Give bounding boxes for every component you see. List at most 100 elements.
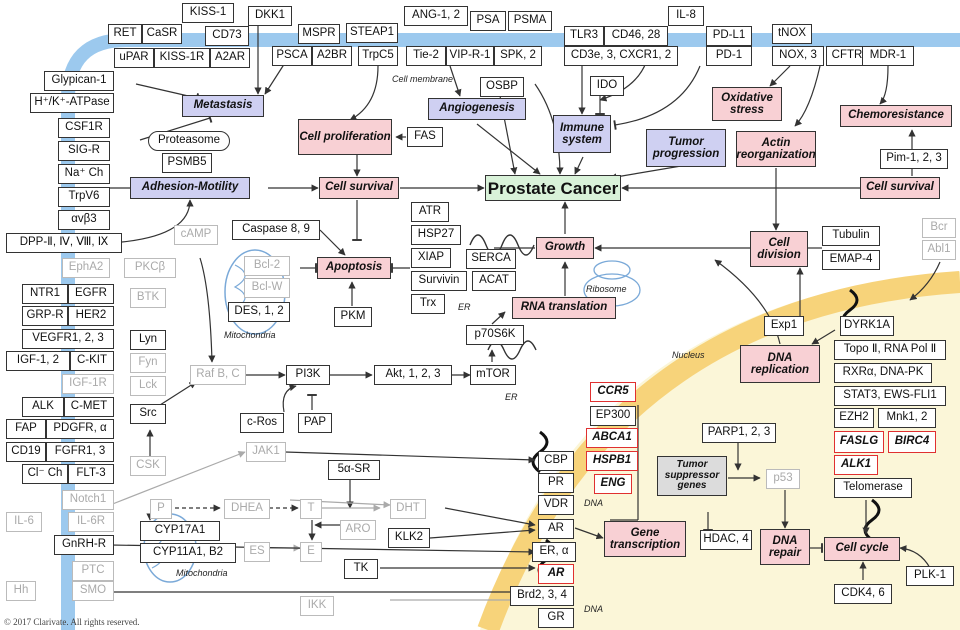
grp-r-node[interactable]: GRP-R bbox=[22, 306, 68, 326]
camp-node[interactable]: cAMP bbox=[174, 225, 218, 245]
c-ros-node[interactable]: c-Ros bbox=[240, 413, 284, 433]
abl1-node[interactable]: Abl1 bbox=[922, 240, 956, 260]
flt-3-node[interactable]: FLT-3 bbox=[68, 464, 114, 484]
ar-node[interactable]: AR bbox=[538, 519, 574, 539]
oxidative-stress-node[interactable]: Oxidative stress bbox=[712, 87, 782, 121]
rxra-node[interactable]: RXRα, DNA-PK bbox=[834, 363, 932, 383]
immune-system-node[interactable]: Immune system bbox=[553, 115, 611, 153]
tlr3-node[interactable]: TLR3 bbox=[564, 26, 604, 46]
dpp-node[interactable]: DPP-Ⅱ, Ⅳ, Ⅷ, Ⅸ bbox=[6, 233, 122, 253]
xiap-node[interactable]: XIAP bbox=[411, 248, 451, 268]
metastasis-node[interactable]: Metastasis bbox=[182, 95, 264, 117]
kiss1-node[interactable]: KISS-1 bbox=[182, 3, 234, 23]
il-6-node[interactable]: IL-6 bbox=[6, 512, 42, 532]
birc4-node[interactable]: BIRC4 bbox=[888, 431, 936, 453]
osbp-node[interactable]: OSBP bbox=[480, 77, 524, 97]
btk-node[interactable]: BTK bbox=[130, 288, 166, 308]
ikk-node[interactable]: IKK bbox=[300, 596, 334, 616]
il-6r-node[interactable]: IL-6R bbox=[68, 512, 114, 532]
survivin-node[interactable]: Survivin bbox=[411, 271, 467, 291]
trpc5-node[interactable]: TrpC5 bbox=[358, 46, 398, 66]
actin-reorganization-node[interactable]: Actin reorganization bbox=[736, 131, 816, 167]
growth-node[interactable]: Growth bbox=[536, 237, 594, 259]
egfr-node[interactable]: EGFR bbox=[68, 284, 114, 304]
trpv6-node[interactable]: TrpV6 bbox=[58, 187, 110, 207]
fgfr1-node[interactable]: FGFR1, 3 bbox=[46, 442, 114, 462]
raf-bc-node[interactable]: Raf B, C bbox=[190, 365, 246, 385]
faslg-node[interactable]: FASLG bbox=[834, 431, 884, 453]
prostate-cancer-node[interactable]: Prostate Cancer bbox=[485, 175, 621, 201]
alk1-node[interactable]: ALK1 bbox=[834, 455, 878, 475]
akt-node[interactable]: Akt, 1, 2, 3 bbox=[374, 365, 452, 385]
tie2-node[interactable]: Tie-2 bbox=[406, 46, 446, 66]
p70s6k-node[interactable]: p70S6K bbox=[466, 325, 524, 345]
5a-sr-node[interactable]: 5α-SR bbox=[328, 460, 380, 480]
cl-channel-node[interactable]: Cl⁻ Ch bbox=[22, 464, 68, 484]
psmb5-node[interactable]: PSMB5 bbox=[162, 153, 212, 173]
glypican-1-node[interactable]: Glypican-1 bbox=[44, 71, 114, 91]
emap-4-node[interactable]: EMAP-4 bbox=[822, 250, 880, 270]
pd-1-node[interactable]: PD-1 bbox=[706, 46, 752, 66]
fyn-node[interactable]: Fyn bbox=[130, 353, 166, 373]
tumor-suppressor-genes-node[interactable]: Tumor suppressor genes bbox=[657, 456, 727, 496]
hh-node[interactable]: Hh bbox=[6, 581, 36, 601]
tk-node[interactable]: TK bbox=[344, 559, 378, 579]
hdac-node[interactable]: HDAC, 4 bbox=[700, 530, 752, 550]
csk-node[interactable]: CSK bbox=[130, 456, 166, 476]
bcl-2-node[interactable]: Bcl-2 bbox=[244, 256, 290, 276]
klk2-node[interactable]: KLK2 bbox=[388, 528, 430, 548]
pdgfr-node[interactable]: PDGFR, α bbox=[46, 419, 114, 439]
des-node[interactable]: DES, 1, 2 bbox=[228, 302, 290, 322]
cell-division-node[interactable]: Cell division bbox=[750, 231, 808, 267]
dna-repair-node[interactable]: DNA repair bbox=[760, 529, 810, 565]
telomerase-node[interactable]: Telomerase bbox=[834, 478, 912, 498]
angiogenesis-node[interactable]: Angiogenesis bbox=[428, 98, 526, 120]
ep300-node[interactable]: EP300 bbox=[590, 406, 636, 426]
apoptosis-node[interactable]: Apoptosis bbox=[317, 257, 391, 279]
alk-receptor-node[interactable]: ALK bbox=[22, 397, 64, 417]
plk-1-node[interactable]: PLK-1 bbox=[906, 566, 954, 586]
cyp11a1-node[interactable]: CYP11A1, B2 bbox=[140, 543, 236, 563]
tubulin-node[interactable]: Tubulin bbox=[822, 226, 880, 246]
aro-node[interactable]: ARO bbox=[340, 520, 376, 540]
cell-survival-node[interactable]: Cell survival bbox=[319, 177, 399, 199]
src-node[interactable]: Src bbox=[130, 404, 166, 424]
cbp-node[interactable]: CBP bbox=[538, 451, 574, 471]
psa-node[interactable]: PSA bbox=[470, 11, 506, 31]
dkk1-node[interactable]: DKK1 bbox=[248, 6, 292, 26]
avb3-node[interactable]: αvβ3 bbox=[58, 210, 110, 230]
stat3-node[interactable]: STAT3, EWS-FLI1 bbox=[834, 386, 946, 406]
e-node[interactable]: E bbox=[300, 542, 322, 562]
pkcb-node[interactable]: PKCβ bbox=[124, 258, 176, 278]
vip-r-1-node[interactable]: VIP-R-1 bbox=[446, 46, 494, 66]
bcl-w-node[interactable]: Bcl-W bbox=[244, 278, 290, 298]
vegfr-node[interactable]: VEGFR1, 2, 3 bbox=[22, 329, 114, 349]
dht-node[interactable]: DHT bbox=[390, 499, 426, 519]
cdk4-node[interactable]: CDK4, 6 bbox=[834, 584, 892, 604]
hsp27-node[interactable]: HSP27 bbox=[411, 225, 461, 245]
cd73-node[interactable]: CD73 bbox=[205, 26, 249, 46]
gnrh-r-node[interactable]: GnRH-R bbox=[54, 535, 114, 555]
lyn-node[interactable]: Lyn bbox=[130, 330, 166, 350]
pr-node[interactable]: PR bbox=[538, 473, 574, 493]
atr-node[interactable]: ATR bbox=[411, 202, 449, 222]
dyrk1a-node[interactable]: DYRK1A bbox=[840, 316, 894, 336]
ret-node[interactable]: RET bbox=[108, 24, 142, 44]
pkm-node[interactable]: PKM bbox=[334, 307, 372, 327]
ar-highlight-node[interactable]: AR bbox=[538, 564, 574, 584]
mspr-node[interactable]: MSPR bbox=[298, 24, 340, 44]
abca1-node[interactable]: ABCA1 bbox=[586, 428, 638, 448]
pi3k-node[interactable]: PI3K bbox=[286, 365, 330, 385]
ido-node[interactable]: IDO bbox=[590, 76, 624, 96]
csf1r-node[interactable]: CSF1R bbox=[58, 118, 110, 138]
eng-node[interactable]: ENG bbox=[594, 474, 632, 494]
lck-node[interactable]: Lck bbox=[130, 376, 166, 396]
brd-node[interactable]: Brd2, 3, 4 bbox=[510, 586, 574, 606]
a2br-node[interactable]: A2BR bbox=[312, 46, 352, 66]
parp-node[interactable]: PARP1, 2, 3 bbox=[702, 423, 776, 443]
mdr-1-node[interactable]: MDR-1 bbox=[862, 46, 914, 66]
exp1-node[interactable]: Exp1 bbox=[764, 316, 804, 336]
hspb1-node[interactable]: HSPB1 bbox=[586, 451, 638, 471]
tnox-node[interactable]: tNOX bbox=[772, 24, 812, 44]
epha2-node[interactable]: EphA2 bbox=[62, 258, 110, 278]
